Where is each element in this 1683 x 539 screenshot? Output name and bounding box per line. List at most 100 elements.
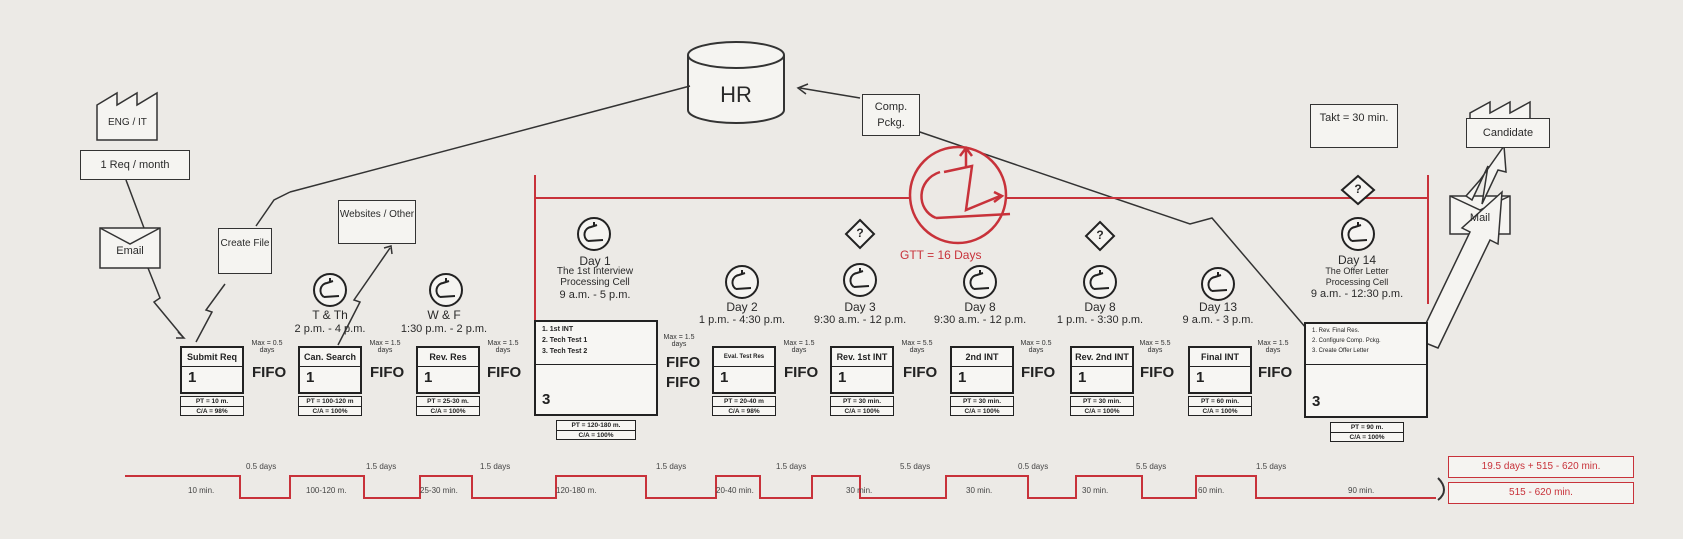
sched-day14-desc2: Processing Cell [1325, 277, 1389, 287]
fifo-label: FIFO [1258, 364, 1293, 381]
timeline-wait-label: 1.5 days [366, 462, 397, 471]
operator-count: 1 [838, 369, 847, 386]
process-box-interview-cell: 1. 1st INT 2. Tech Test 1 3. Tech Test 2… [534, 320, 658, 416]
operator-count: 1 [1196, 369, 1205, 386]
max-label: Max = 1.5 days [487, 340, 519, 354]
max-label: Max = 1.5 days [1257, 340, 1289, 354]
timeline-wait-label: 5.5 days [900, 462, 931, 471]
question-mark-3: ? [1354, 182, 1362, 196]
demand-box: 1 Req / month [80, 150, 190, 180]
takt-box: Takt = 30 min. [1310, 104, 1398, 148]
max-label: Max = 0.5 days [1020, 340, 1052, 354]
operator-count: 3 [542, 391, 551, 408]
process-name: Can. Search [300, 348, 360, 367]
fifo-label: FIFO [487, 364, 522, 381]
pt-value: PT = 25-30 m. [417, 397, 479, 407]
schedule-circle-icon [1083, 265, 1117, 299]
timeline-wait-label: 0.5 days [1018, 462, 1049, 471]
schedule-circle-icon [429, 273, 463, 307]
shipment-arrow [1416, 190, 1503, 349]
pt-value: PT = 100-120 m [299, 397, 361, 407]
timeline-wait-label: 1.5 days [480, 462, 511, 471]
timeline-wait-label: 1.5 days [656, 462, 687, 471]
cell2-step-3: 3. Create Offer Letter [1312, 348, 1369, 354]
schedule-circle-icon [1201, 267, 1235, 301]
data-box: PT = 30 min.C/A = 100% [1070, 396, 1134, 416]
pt-value: PT = 10 m. [181, 397, 243, 407]
operator-count: 1 [720, 369, 729, 386]
create-file-box: Create File [218, 228, 272, 274]
sched-rr-day: W & F [427, 308, 461, 322]
data-box: PT = 60 min.C/A = 100% [1188, 396, 1252, 416]
max-label: Max = 1.5 days [663, 334, 695, 348]
schedule-circle-icon [577, 217, 611, 251]
red-kaizen-icon [908, 145, 1011, 245]
cell1-step-2: 2. Tech Test 1 [542, 337, 588, 344]
comp-pckg-box: Comp. Pckg. [862, 94, 920, 136]
websites-box: Websites / Other [338, 200, 416, 244]
ca-value: C/A = 100% [430, 408, 466, 415]
timeline-proc-label: 25-30 min. [420, 486, 458, 495]
process-box-rev-1st-int: Rev. 1st INT 1 [830, 346, 894, 394]
operator-count: 3 [1312, 393, 1321, 410]
process-name: 2nd INT [952, 348, 1012, 367]
sched-rr-time: 1:30 p.m. - 2 p.m. [400, 323, 488, 335]
schedule-circle-icon [843, 263, 877, 297]
ca-value: C/A = 98% [196, 408, 228, 415]
sched-day13-time: 9 a.m. - 3 p.m. [1182, 314, 1254, 326]
pt-value: PT = 30 min. [831, 397, 893, 407]
sched-ts-day: T & Th [312, 308, 348, 322]
sched-day2-time: 1 p.m. - 4:30 p.m. [698, 314, 786, 326]
max-label: Max = 1.5 days [369, 340, 401, 354]
process-box-submit-req: Submit Req 1 [180, 346, 244, 394]
schedule-circle-icon [725, 265, 759, 299]
sched-ts-time: 2 p.m. - 4 p.m. [294, 323, 366, 335]
gtt-label: GTT = 16 Days [900, 248, 982, 262]
process-name: Rev. 2nd INT [1072, 348, 1132, 367]
data-box: PT = 10 m.C/A = 98% [180, 396, 244, 416]
data-box: PT = 90 m.C/A = 100% [1330, 422, 1404, 442]
sched-day8b-time: 1 p.m. - 3:30 p.m. [1056, 314, 1144, 326]
data-box: PT = 30 min.C/A = 100% [830, 396, 894, 416]
max-label: Max = 1.5 days [783, 340, 815, 354]
timeline-proc-label: 100-120 m. [306, 486, 347, 495]
timeline-wait-label: 1.5 days [1256, 462, 1287, 471]
timeline-proc-label: 10 min. [188, 486, 215, 495]
schedule-icons [313, 217, 1375, 307]
fifo-label: FIFO [666, 374, 701, 391]
timeline-wait-label: 0.5 days [246, 462, 277, 471]
sched-day1-time: 9 a.m. - 5 p.m. [559, 289, 631, 301]
max-label: Max = 5.5 days [901, 340, 933, 354]
sched-day1-desc2: Processing Cell [560, 277, 630, 288]
candidate-box: Candidate [1466, 118, 1550, 148]
fifo-label: FIFO [666, 354, 701, 371]
process-name: Submit Req [182, 348, 242, 367]
eng-factory-icon [96, 91, 158, 141]
ca-value: C/A = 100% [1349, 434, 1385, 441]
max-label: Max = 5.5 days [1139, 340, 1171, 354]
sched-day2: Day 2 [726, 300, 758, 314]
pt-value: PT = 60 min. [1189, 397, 1251, 407]
fifo-label: FIFO [370, 364, 405, 381]
ca-value: C/A = 100% [964, 408, 1000, 415]
data-box: PT = 25-30 m.C/A = 100% [416, 396, 480, 416]
process-box-rev-res: Rev. Res 1 [416, 346, 480, 394]
timeline-ladder [125, 475, 1436, 499]
eng-it-label: ENG / IT [108, 117, 147, 128]
ca-value: C/A = 100% [1084, 408, 1120, 415]
pt-value: PT = 20-40 m [713, 397, 775, 407]
timeline-proc-label: 60 min. [1198, 486, 1225, 495]
process-name: Final INT [1190, 348, 1250, 367]
process-box-offer-cell: 1. Rev. Final Res. 2. Configure Comp. Pc… [1304, 322, 1428, 418]
question-mark-2: ? [1096, 228, 1104, 242]
fifo-label: FIFO [784, 364, 819, 381]
sched-day14-desc1: The Offer Letter [1325, 266, 1389, 276]
fifo-label: FIFO [1140, 364, 1175, 381]
hr-database-icon [687, 41, 785, 124]
process-box-eval-test-res: Eval. Test Res 1 [712, 346, 776, 394]
timeline-proc-label: 30 min. [846, 486, 873, 495]
question-diamond-shape [844, 174, 1376, 252]
